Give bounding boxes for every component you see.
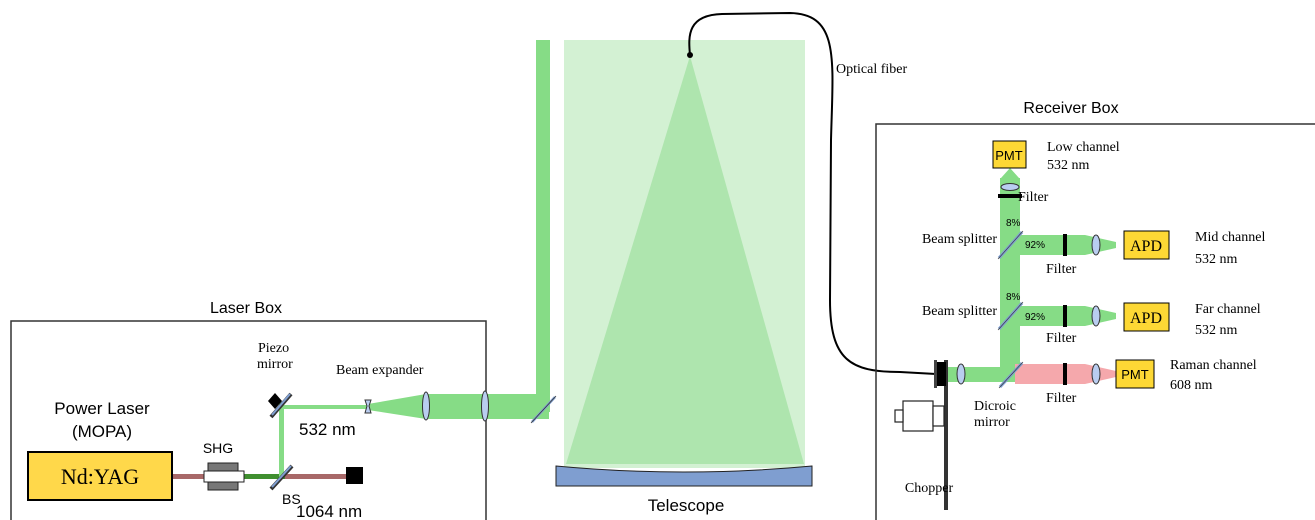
pct-8-mid: 8% — [1006, 218, 1021, 229]
filters — [998, 194, 1067, 385]
beam-splitter-far-label: Beam splitter — [922, 304, 997, 319]
beam-splitter-mid-edge — [997, 230, 1024, 260]
pmt-raman-label: PMT — [1121, 367, 1149, 382]
beam-dump — [346, 467, 363, 484]
steering-mirror-edge — [530, 395, 557, 424]
piezo-label-2: mirror — [257, 357, 293, 372]
optical-fiber — [688, 11, 937, 375]
mopa-label: (MOPA) — [72, 422, 132, 441]
raman-channel-name: Raman channel — [1170, 358, 1257, 373]
piezo-label-1: Piezo — [258, 341, 289, 356]
collimating-lens — [956, 363, 966, 385]
bs-mirror-face — [271, 465, 292, 488]
detector-far: APD — [1123, 302, 1170, 332]
low-channel-name: Low channel — [1047, 140, 1120, 155]
beam-to-sky — [536, 40, 550, 412]
beam-splitter-mid-label: Beam splitter — [922, 232, 997, 247]
pct-92-mid: 92% — [1025, 240, 1045, 251]
beam-expander-label: Beam expander — [336, 363, 424, 378]
raman-channel-wavelength: 608 nm — [1170, 378, 1213, 393]
receiver-box-title: Receiver Box — [1023, 100, 1118, 117]
apd-mid-label: APD — [1130, 238, 1162, 255]
wavelength-532-label: 532 nm — [299, 420, 356, 439]
beam-bs-to-piezo — [279, 402, 284, 477]
power-laser-label: Power Laser — [54, 399, 150, 418]
mid-channel-name: Mid channel — [1195, 230, 1265, 245]
laser-box: Laser Box — [10, 300, 487, 520]
chopper-label: Chopper — [905, 481, 954, 496]
filter-label-mid: Filter — [1046, 262, 1077, 277]
beam-expander — [364, 390, 489, 422]
low-channel-wavelength: 532 nm — [1047, 158, 1090, 173]
mid-channel-wavelength: 532 nm — [1195, 252, 1238, 267]
nd-yag-label: Nd:YAG — [61, 464, 139, 489]
pct-8-far: 8% — [1006, 292, 1021, 303]
shg-label: SHG — [203, 440, 233, 456]
piezo-mirror — [268, 392, 293, 419]
far-channel-name: Far channel — [1195, 302, 1261, 317]
chopper — [894, 360, 948, 510]
detector-raman: PMT — [1115, 359, 1155, 389]
filter-label-low: Filter — [1018, 190, 1049, 205]
optical-fiber-label: Optical fiber — [836, 62, 907, 77]
dicroic-label-1: Dicroic — [974, 399, 1016, 414]
nd-yag-laser: Nd:YAG — [27, 451, 173, 501]
apd-far-label: APD — [1130, 310, 1162, 327]
wavelength-1064-label: 1064 nm — [296, 502, 362, 520]
dicroic-mirror-edge — [998, 361, 1024, 389]
far-channel-wavelength: 532 nm — [1195, 323, 1238, 338]
dicroic-label-2: mirror — [974, 415, 1010, 430]
filter-label-far: Filter — [1046, 331, 1077, 346]
beam-splitter-far-edge — [997, 301, 1024, 331]
beam-expander-cone — [368, 394, 426, 419]
beam-piezo-to-expander — [279, 405, 369, 409]
focusing-lenses — [1000, 183, 1101, 385]
laser-box-title: Laser Box — [210, 300, 282, 317]
pct-92-far: 92% — [1025, 312, 1045, 323]
telescope — [555, 40, 813, 487]
receiver-box: Receiver Box — [875, 100, 1315, 520]
filter-label-raman: Filter — [1046, 391, 1077, 406]
pmt-low-label: PMT — [995, 148, 1023, 163]
detector-low: PMT — [992, 140, 1027, 169]
detector-mid: APD — [1123, 230, 1170, 260]
shg-output-beam — [242, 474, 285, 479]
fiber-tip — [687, 52, 693, 58]
bs-label: BS — [282, 491, 301, 507]
telescope-label: Telescope — [648, 496, 725, 515]
shg-crystal — [203, 462, 245, 491]
